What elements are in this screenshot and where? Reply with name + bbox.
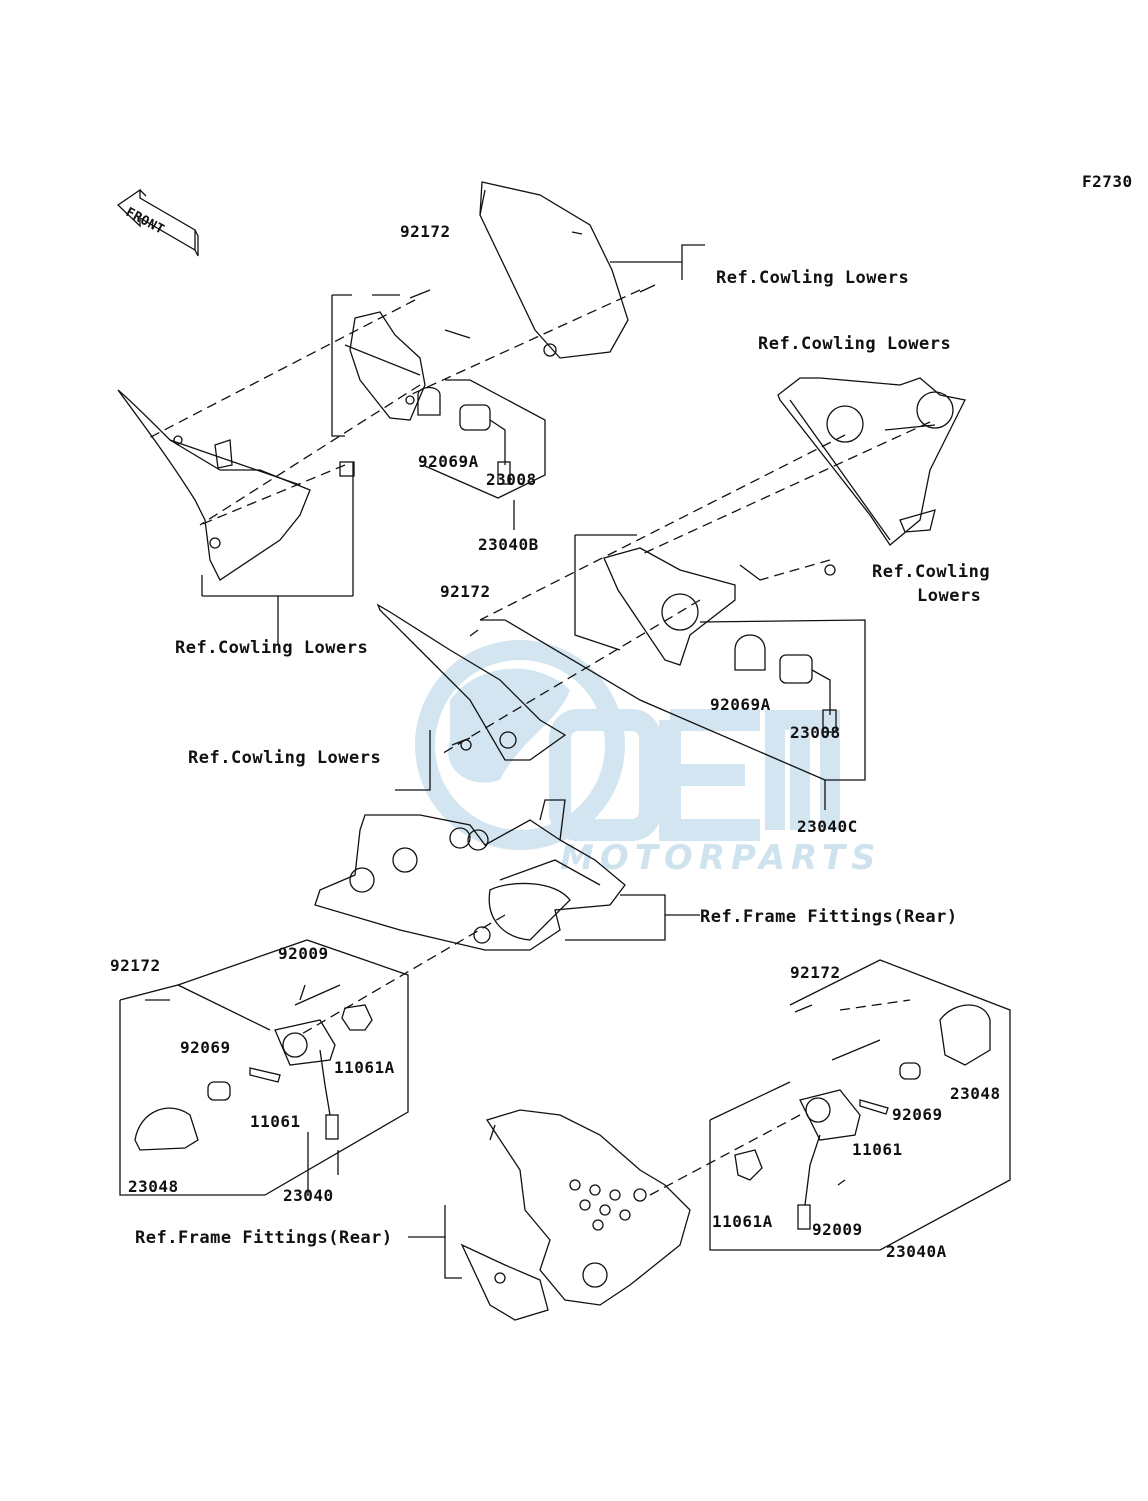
label-11061-right: 11061: [852, 1140, 903, 1159]
label-92009-right: 92009: [812, 1220, 863, 1239]
middle-signal-bracket: [603, 547, 736, 666]
left-bulb-92069: [207, 1081, 231, 1101]
label-92172-right: 92172: [790, 963, 841, 982]
left-gasket-11061: [249, 1067, 281, 1083]
label-11061A-left: 11061A: [334, 1058, 395, 1077]
right-lens-23048: [939, 1004, 991, 1066]
watermark-subtitle: MOTORPARTS: [560, 838, 882, 878]
right-cowling-panel: [777, 377, 966, 546]
label-11061A-right: 11061A: [712, 1212, 773, 1231]
left-signal-housing: [274, 1019, 336, 1066]
label-23040B: 23040B: [478, 535, 539, 554]
label-23040C: 23040C: [797, 817, 858, 836]
label-92009-left: 92009: [278, 944, 329, 963]
front-arrow-icon: [116, 188, 199, 257]
upper-signal-bracket: [349, 311, 426, 421]
right-lens-11061A: [734, 1149, 763, 1181]
label-23048-left: 23048: [128, 1177, 179, 1196]
label-ref-cowling-lowers-top: Ref.Cowling Lowers: [716, 268, 910, 288]
right-bulb-92069: [899, 1062, 921, 1080]
left-lens-11061A: [341, 1004, 373, 1031]
label-11061-left: 11061: [250, 1112, 301, 1131]
label-92172-top: 92172: [400, 222, 451, 241]
middle-bulb: [734, 634, 766, 671]
upper-socket: [459, 404, 491, 431]
label-ref-cowling-lowers-left: Ref.Cowling Lowers: [175, 638, 369, 658]
label-92069A-upper: 92069A: [418, 452, 479, 471]
label-ref-cowling-mid-1: Ref.Cowling: [872, 562, 991, 582]
upper-cowling-panel: [479, 181, 629, 359]
left-lens-23048: [134, 1107, 199, 1151]
figure-code: F2730: [1082, 172, 1133, 191]
label-92172-mid: 92172: [440, 582, 491, 601]
label-92069A-mid: 92069A: [710, 695, 771, 714]
label-ref-cowling-lowers-center: Ref.Cowling Lowers: [188, 748, 382, 768]
middle-cowling-panel: [376, 603, 567, 761]
rear-frame-fitting-upper: [314, 814, 626, 951]
right-signal-housing: [799, 1089, 861, 1141]
label-23008-upper: 23008: [486, 470, 537, 489]
label-23048-right: 23048: [950, 1084, 1001, 1103]
label-ref-cowling-mid-2: Lowers: [917, 586, 982, 606]
label-ref-cowling-lowers-right: Ref.Cowling Lowers: [758, 334, 952, 354]
right-gasket-11061: [859, 1099, 889, 1115]
label-23008-mid: 23008: [790, 723, 841, 742]
rear-frame-fitting-lower: [485, 1109, 691, 1306]
label-23040: 23040: [283, 1186, 334, 1205]
label-92069-left: 92069: [180, 1038, 231, 1057]
middle-socket: [779, 654, 813, 684]
left-cowling-panel: [117, 389, 311, 581]
label-ref-frame-fittings-rear-bottom: Ref.Frame Fittings(Rear): [135, 1228, 393, 1248]
upper-bulb: [417, 386, 441, 416]
label-23040A: 23040A: [886, 1242, 947, 1261]
label-ref-frame-fittings-rear-center: Ref.Frame Fittings(Rear): [700, 907, 958, 927]
label-92172-left: 92172: [110, 956, 161, 975]
label-92069-right: 92069: [892, 1105, 943, 1124]
